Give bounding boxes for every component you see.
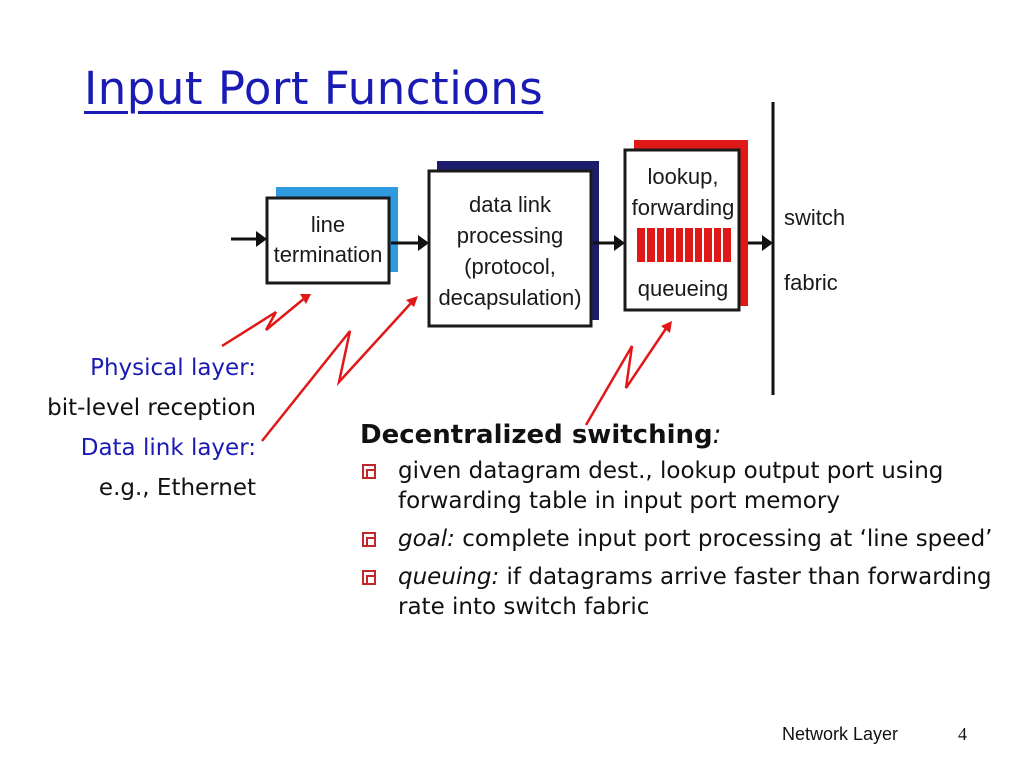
datalink-layer-pointer (261, 296, 418, 442)
arrow-datalink-to-lookup (593, 235, 625, 251)
bullet-text: complete input port processing at ‘line … (454, 526, 993, 552)
bullet-marker-icon (362, 570, 376, 585)
bullet-item: given datagram dest., lookup output port… (360, 456, 1000, 516)
footer-label: Network Layer (782, 724, 899, 744)
switch-text: switch (784, 205, 845, 230)
bullet-prefix: queuing: (398, 564, 500, 590)
bullet-marker-icon (362, 464, 376, 479)
bullet-prefix: goal: (398, 526, 455, 552)
layer-labels: Physical layer: bit-level reception Data… (47, 348, 256, 508)
line-termination-text-1: line (311, 212, 345, 237)
line-termination-text-2: termination (274, 242, 383, 267)
slide-title: Input Port Functions (84, 62, 544, 115)
arrow-input (231, 231, 267, 247)
physical-layer-pointer (221, 294, 311, 348)
queue-buffer (637, 228, 731, 262)
physical-layer-label: Physical layer: (90, 355, 256, 381)
decentralized-switching-section: Decentralized switching: given datagram … (360, 420, 1000, 630)
physical-layer-desc: bit-level reception (47, 395, 256, 421)
section-heading-colon: : (712, 420, 722, 450)
lookup-text-1: lookup, (648, 164, 719, 189)
lookup-pointer (584, 321, 672, 426)
data-link-text-4: decapsulation) (438, 285, 581, 310)
bullet-text: if datagrams arrive faster than forwardi… (398, 564, 992, 620)
data-link-text-1: data link (469, 192, 552, 217)
data-link-box (427, 169, 593, 328)
data-link-text-2: processing (457, 223, 563, 248)
data-link-text-3: (protocol, (464, 254, 556, 279)
bullet-text: given datagram dest., lookup output port… (398, 458, 944, 514)
datalink-layer-label: Data link layer: (80, 435, 256, 461)
bullet-list: given datagram dest., lookup output port… (360, 456, 1000, 622)
arrow-lookup-to-fabric (748, 235, 773, 251)
section-heading: Decentralized switching: (360, 420, 1000, 450)
section-heading-text: Decentralized switching (360, 420, 713, 450)
page-number: 4 (958, 724, 967, 744)
bullet-item: queuing: if datagrams arrive faster than… (360, 562, 1000, 622)
datalink-layer-desc: e.g., Ethernet (98, 475, 256, 501)
lookup-text-2: forwarding (632, 195, 735, 220)
line-termination-box (265, 196, 391, 285)
queueing-text: queueing (638, 276, 729, 301)
bullet-item: goal: complete input port processing at … (360, 524, 1000, 554)
bullet-marker-icon (362, 532, 376, 547)
fabric-text: fabric (784, 270, 838, 295)
arrow-line-to-datalink (391, 235, 429, 251)
